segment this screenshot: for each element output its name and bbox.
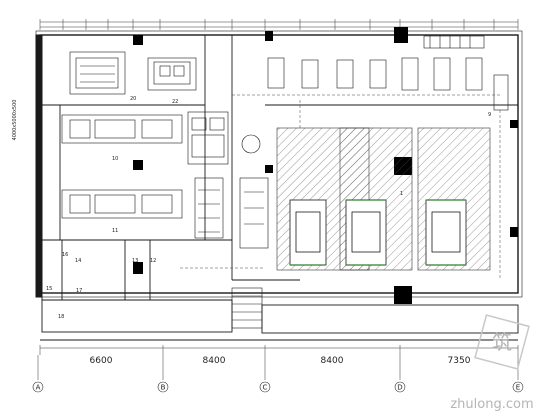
- side-dimension: 4000x5000x500: [12, 100, 18, 141]
- bottom-dimension-labels: 6600 8400 8400 7350: [90, 356, 471, 366]
- axis-label-a: A: [36, 384, 41, 392]
- bottom-dimension-chain: [39, 345, 519, 355]
- room-number-16: 16: [62, 252, 68, 258]
- room-number-14: 14: [75, 258, 81, 264]
- transformer-units: [61, 114, 183, 219]
- room-number-13: 13: [132, 258, 138, 264]
- axis-marker-d: D: [394, 381, 406, 393]
- watermark: 筑 zhulong.com: [450, 314, 534, 412]
- top-dimension-lines: [39, 19, 519, 30]
- room-number-9: 9: [488, 112, 491, 118]
- room-number-12: 12: [150, 258, 156, 264]
- pump-row-top-right: [267, 35, 509, 111]
- room-number-17: 17: [76, 288, 82, 294]
- room-number-1: 1: [400, 191, 403, 197]
- pipe-runs: [180, 94, 501, 280]
- stair: [231, 287, 263, 329]
- chiller-units: [289, 199, 467, 266]
- watermark-logo: 筑: [492, 330, 512, 354]
- lower-annex: [40, 299, 519, 341]
- chiller-green-trim: [290, 199, 466, 266]
- room-number-18: 18: [58, 314, 64, 320]
- dimension-label-3: 8400: [321, 356, 344, 366]
- room-number-22: 22: [172, 99, 178, 105]
- dimension-label-1: 6600: [90, 356, 113, 366]
- axis-leaders: [37, 355, 519, 380]
- room-number-15: 15: [46, 286, 52, 292]
- axis-label-b: B: [161, 384, 166, 392]
- dimension-label-4: 7350: [448, 356, 471, 366]
- room-number-20: 20: [130, 96, 136, 102]
- dimension-label-2: 8400: [203, 356, 226, 366]
- equipment-room-top-left: [69, 51, 197, 95]
- axis-marker-b: B: [157, 381, 169, 393]
- axis-label-e: E: [516, 384, 520, 392]
- axis-label-c: C: [263, 384, 268, 392]
- outer-walls: [35, 30, 523, 298]
- axis-marker-e: E: [512, 381, 524, 393]
- axis-label-d: D: [397, 384, 402, 392]
- room-number-11: 11: [112, 228, 118, 234]
- axis-marker-c: C: [259, 381, 271, 393]
- room-number-10: 10: [112, 156, 118, 162]
- side-dimension-label: 4000x5000x500: [12, 100, 18, 141]
- room-numbers: 20 22 10 11 12 13 14 15 16 17 18 9 1: [46, 96, 491, 320]
- axis-markers: A B C D E: [32, 381, 524, 393]
- switchgear-column: [187, 111, 269, 249]
- axis-marker-a: A: [32, 381, 44, 393]
- watermark-text: zhulong.com: [450, 397, 533, 412]
